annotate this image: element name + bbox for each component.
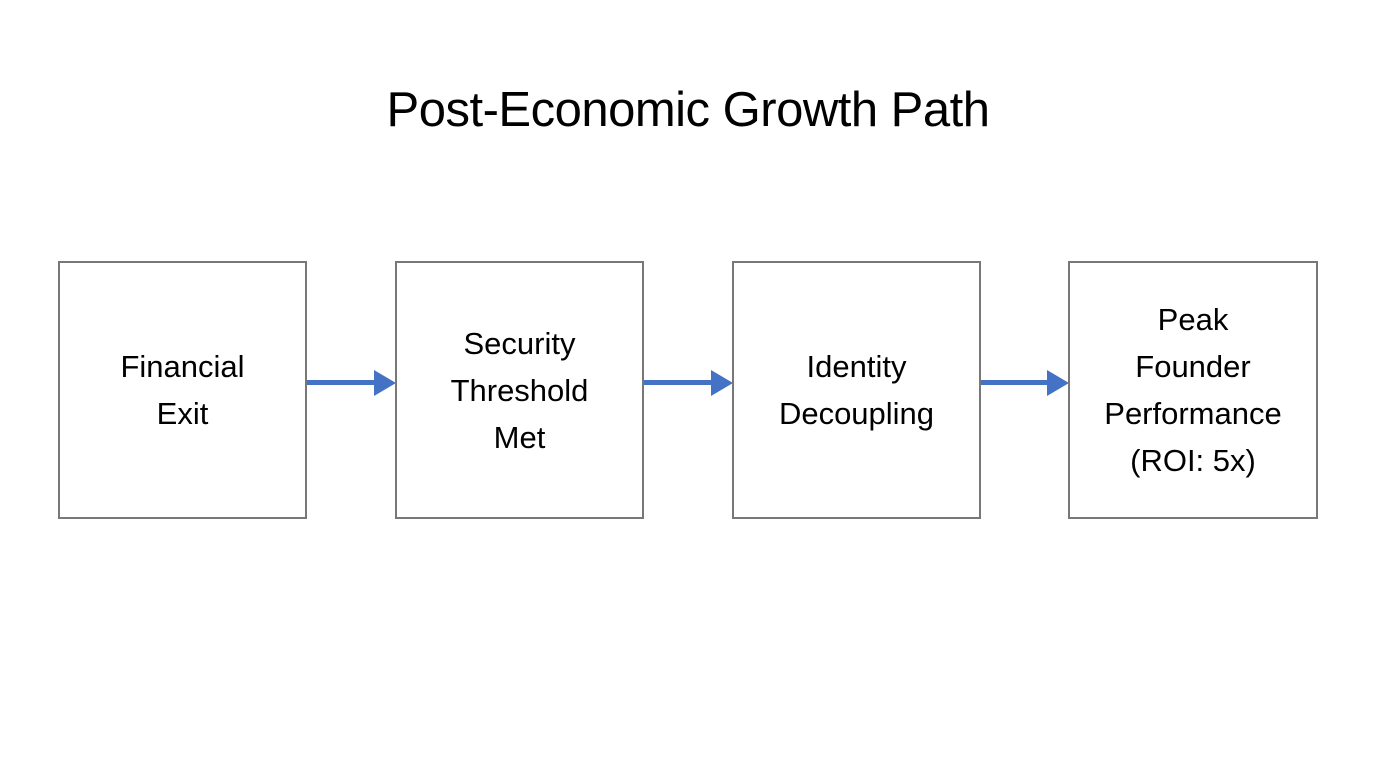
arrow-line	[644, 380, 715, 385]
arrow-line	[981, 380, 1051, 385]
arrow-right-icon	[1047, 370, 1069, 396]
flow-arrow-connector-3	[981, 370, 1069, 396]
arrow-right-icon	[374, 370, 396, 396]
flow-node-security-threshold-met: Security Threshold Met	[395, 261, 644, 519]
flow-arrow-connector-2	[644, 370, 733, 396]
flow-node-label: Peak Founder Performance (ROI: 5x)	[1104, 302, 1282, 478]
flow-arrow-connector-1	[307, 370, 396, 396]
arrow-right-icon	[711, 370, 733, 396]
flow-node-identity-decoupling: Identity Decoupling	[732, 261, 981, 519]
flow-node-financial-exit: Financial Exit	[58, 261, 307, 519]
diagram-title: Post-Economic Growth Path	[386, 83, 990, 137]
flow-node-peak-founder-performance: Peak Founder Performance (ROI: 5x)	[1068, 261, 1318, 519]
flow-node-label: Financial Exit	[120, 349, 245, 431]
flow-node-label: Security Threshold Met	[450, 325, 589, 455]
flow-node-label: Identity Decoupling	[778, 349, 935, 431]
arrow-line	[307, 380, 378, 385]
